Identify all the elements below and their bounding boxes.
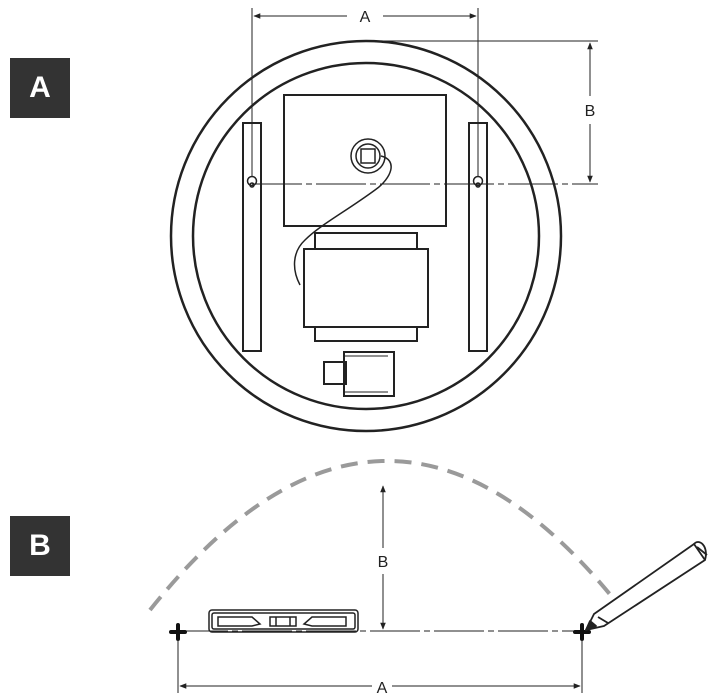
wire [293,155,392,286]
spirit-level [208,609,359,633]
panel-a-badge: A [10,58,70,118]
switch-square [360,148,376,164]
panel-a-diagram [169,8,598,433]
mirror-arc-dashed [148,459,615,612]
dimension-b-label: B [585,103,596,120]
panel-b-dimension-a-label: A [377,680,388,697]
connector-plug-tab [323,361,347,385]
pencil-icon [585,541,708,631]
mirror-outer-ring [169,39,563,433]
transformer-top [314,232,418,250]
dimension-a-label: A [360,9,371,26]
switch-outer [350,138,386,174]
control-box [283,94,447,227]
panel-b-badge: B [10,516,70,576]
right-keyhole [472,175,484,188]
transformer-body [303,248,429,328]
connector-plug-body [343,351,395,397]
mirror-inner-ring [191,61,541,411]
switch-ring [355,143,381,169]
left-cross-mark [169,623,187,641]
left-keyhole [246,175,258,188]
transformer-bottom [314,326,418,342]
panel-b-diagram [148,459,708,693]
panel-b-dimension-b-label: B [378,554,389,571]
right-cross-mark [573,623,591,641]
